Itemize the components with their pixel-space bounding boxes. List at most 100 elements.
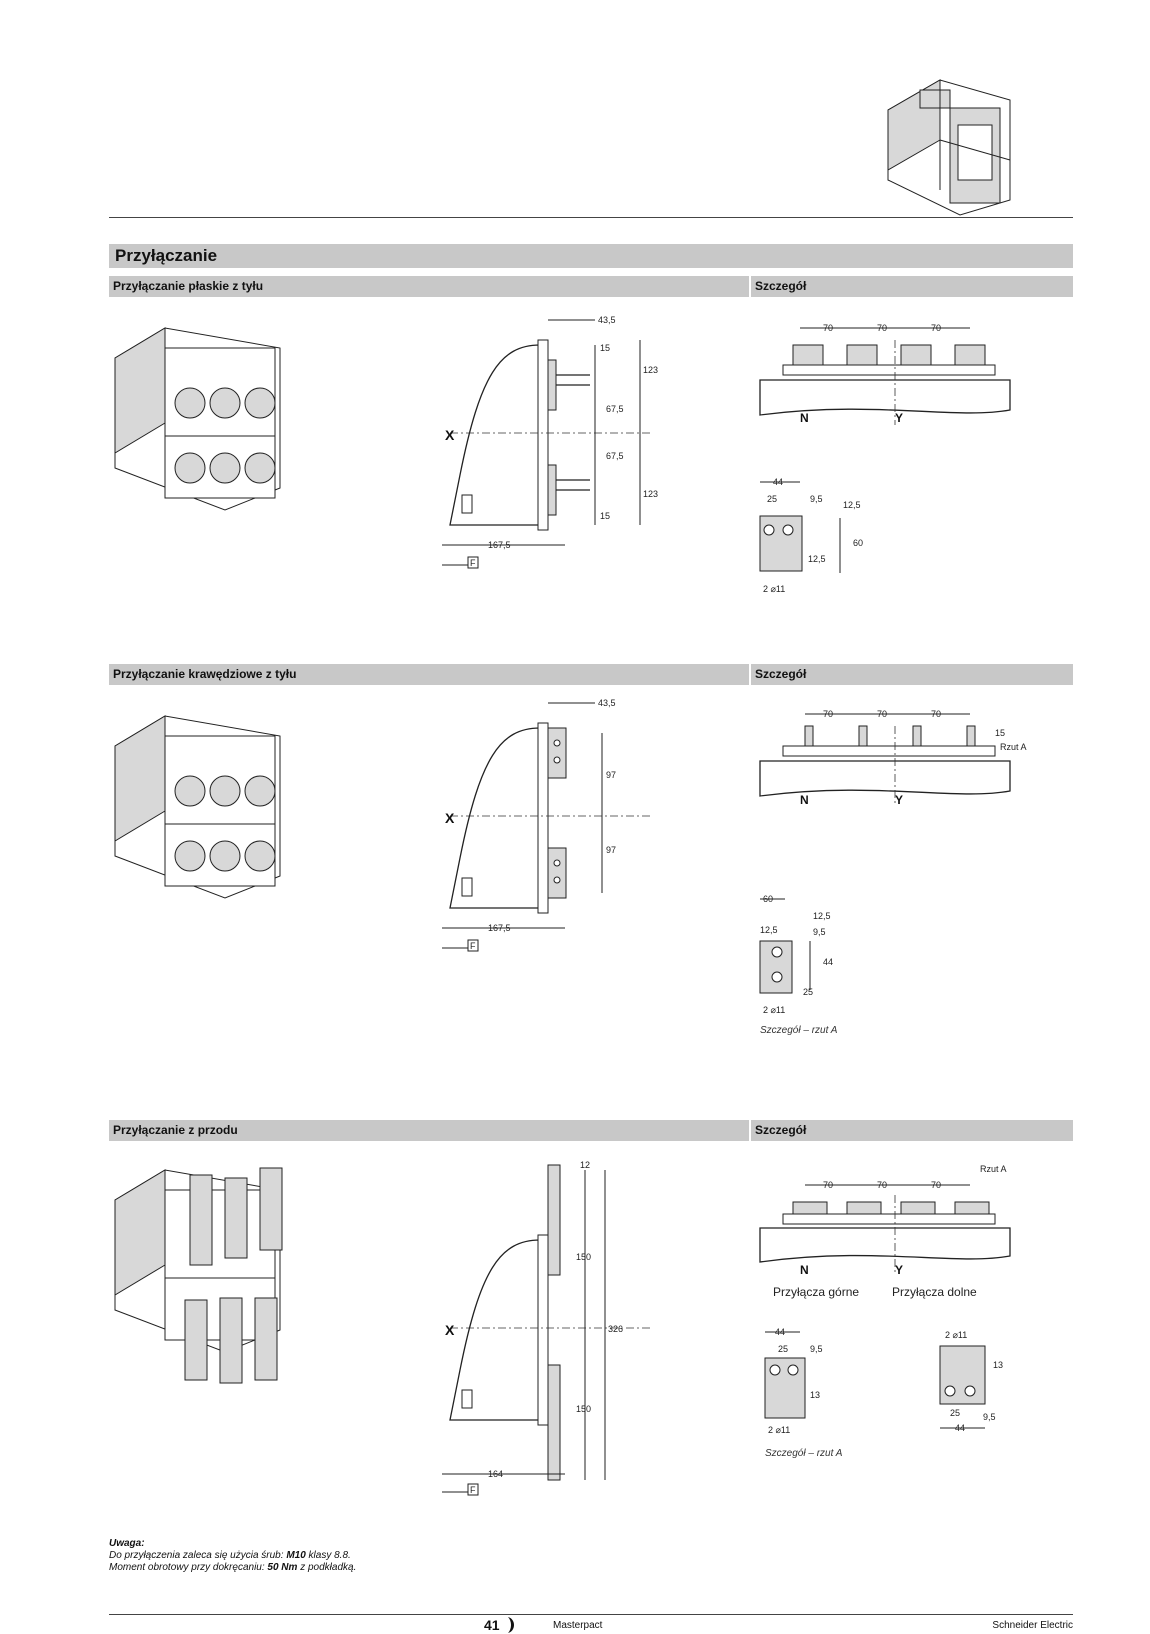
dim-67-5-top: 67,5 (606, 404, 624, 414)
view-label: Rzut A (980, 1164, 1007, 1174)
detail-dim-2: 70 (877, 1180, 887, 1190)
plate-dim-25: 25 (803, 987, 813, 997)
section-2-detail-drawing: 70 70 70 15 Rzut A N Y (759, 709, 1027, 807)
section-2-plate-drawing: 60 12,5 12,5 9,5 44 25 2 ⌀11 Szczegół – … (759, 894, 838, 1036)
hole-label: 2 ⌀11 (763, 584, 785, 594)
note-line-2: Moment obrotowy przy dokręcaniu: 50 Nm z… (109, 1562, 357, 1573)
hole-label: 2 ⌀11 (945, 1330, 967, 1340)
front-ref-label: F (470, 1485, 476, 1495)
section-3-side-drawing: 12 150 326 150 164 X F (442, 1160, 650, 1496)
dim-123-top: 123 (643, 365, 658, 375)
section-1-detail-drawing: 70 70 70 N Y (759, 323, 1011, 425)
plate-dim-9-5: 9,5 (810, 1344, 823, 1354)
detail-label-n: N (800, 1263, 809, 1277)
dim-15-top: 15 (600, 343, 610, 353)
plate-dim-60: 60 (763, 894, 773, 904)
dim-97-bottom: 97 (606, 845, 616, 855)
dim-167-5: 167,5 (488, 540, 511, 550)
axis-x-label: X (445, 427, 455, 443)
dim-326: 326 (608, 1324, 623, 1334)
section-1-title: Przyłączanie płaskie z tyłu (109, 276, 749, 297)
detail-caption: Szczegół – rzut A (760, 1025, 838, 1036)
section-3-plate-upper-drawing: 44 25 9,5 13 2 ⌀11 Szczegół – rzut A (764, 1327, 843, 1459)
plate-dim-60: 60 (853, 538, 863, 548)
plate-dim-25: 25 (778, 1344, 788, 1354)
detail-dim-3: 70 (931, 709, 941, 719)
dim-150-top: 150 (576, 1252, 591, 1262)
note-line-1: Do przyłączenia zaleca się użycia śrub: … (109, 1550, 351, 1561)
dim-43-5: 43,5 (598, 698, 616, 708)
product-illustration (887, 79, 1011, 216)
front-ref-label: F (470, 941, 476, 951)
plate-dim-9-5: 9,5 (813, 927, 826, 937)
detail-label-n: N (800, 793, 809, 807)
detail-label-y: Y (895, 1263, 903, 1277)
section-3-plate-lower-drawing: 2 ⌀11 13 25 9,5 44 (939, 1330, 1003, 1433)
section-3-detail-drawing: Rzut A 70 70 70 N Y Przyłącza górne Przy… (759, 1164, 1011, 1299)
plate-dim-9-5: 9,5 (810, 494, 823, 504)
brand-name: Schneider Electric (992, 1620, 1073, 1631)
plate-dim-44: 44 (823, 957, 833, 967)
section-2-detail-title: Szczegół (751, 664, 1073, 685)
section-3-detail-title: Szczegół (751, 1120, 1073, 1141)
detail-caption: Szczegół – rzut A (765, 1448, 843, 1459)
footer-rule (109, 1614, 1073, 1615)
detail-dim-1: 70 (823, 323, 833, 333)
product-name: Masterpact (553, 1620, 603, 1631)
section-2-iso-drawing (114, 715, 281, 899)
dim-164: 164 (488, 1469, 503, 1479)
upper-connections-label: Przyłącza górne (773, 1285, 859, 1299)
page-number: 41 (484, 1617, 500, 1633)
detail-dim-3: 70 (931, 323, 941, 333)
note: Uwaga: Do przyłączenia zaleca się użycia… (109, 1538, 609, 1574)
dim-150-bottom: 150 (576, 1404, 591, 1414)
section-3-title: Przyłączanie z przodu (109, 1120, 749, 1141)
section-1-detail-title: Szczegół (751, 276, 1073, 297)
plate-dim-13: 13 (993, 1360, 1003, 1370)
axis-x-label: X (445, 1322, 455, 1338)
detail-label-y: Y (895, 411, 903, 425)
dim-123-bottom: 123 (643, 489, 658, 499)
plate-dim-12-5-bottom: 12,5 (808, 554, 826, 564)
plate-dim-9-5: 9,5 (983, 1412, 996, 1422)
view-label: Rzut A (1000, 742, 1027, 752)
front-ref-label: F (470, 558, 476, 568)
plate-dim-25: 25 (767, 494, 777, 504)
hole-label: 2 ⌀11 (763, 1005, 785, 1015)
plate-dim-12-5-left: 12,5 (760, 925, 778, 935)
section-1-iso-drawing (114, 327, 281, 511)
dim-43-5: 43,5 (598, 315, 616, 325)
hole-label: 2 ⌀11 (768, 1425, 790, 1435)
section-3-iso-drawing (114, 1167, 283, 1384)
page-marker-icon (508, 1617, 514, 1633)
section-2-title: Przyłączanie krawędziowe z tyłu (109, 664, 749, 685)
detail-dim-4: 15 (995, 728, 1005, 738)
dim-167-5: 167,5 (488, 923, 511, 933)
lower-connections-label: Przyłącza dolne (892, 1285, 977, 1299)
dim-97-top: 97 (606, 770, 616, 780)
detail-dim-2: 70 (877, 709, 887, 719)
dim-15-bottom: 15 (600, 511, 610, 521)
detail-label-y: Y (895, 793, 903, 807)
dim-12: 12 (580, 1160, 590, 1170)
note-title: Uwaga: (109, 1538, 145, 1549)
top-rule (109, 217, 1073, 218)
dim-67-5-bottom: 67,5 (606, 451, 624, 461)
detail-dim-2: 70 (877, 323, 887, 333)
detail-dim-1: 70 (823, 1180, 833, 1190)
plate-dim-44: 44 (773, 477, 783, 487)
plate-dim-44: 44 (955, 1423, 965, 1433)
plate-dim-25: 25 (950, 1408, 960, 1418)
detail-label-n: N (800, 411, 809, 425)
plate-dim-12-5-top: 12,5 (843, 500, 861, 510)
plate-dim-13: 13 (810, 1390, 820, 1400)
plate-dim-12-5-right: 12,5 (813, 911, 831, 921)
section-1-side-drawing: 43,5 15 123 67,5 67,5 123 15 167,5 X F (442, 315, 658, 569)
section-1-plate-drawing: 44 25 9,5 12,5 60 12,5 2 ⌀11 (759, 477, 863, 594)
plate-dim-44: 44 (775, 1327, 785, 1337)
axis-x-label: X (445, 810, 455, 826)
section-2-side-drawing: 43,5 97 97 167,5 X F (442, 698, 650, 952)
detail-dim-3: 70 (931, 1180, 941, 1190)
section-title: Przyłączanie (109, 244, 1073, 268)
detail-dim-1: 70 (823, 709, 833, 719)
